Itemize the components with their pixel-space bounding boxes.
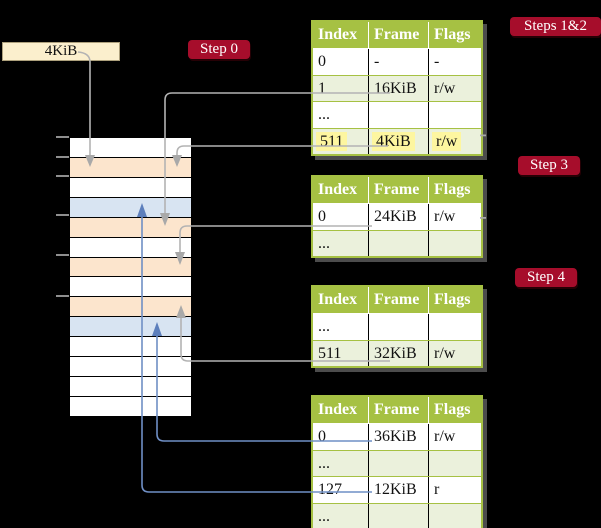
table-cell bbox=[429, 231, 481, 257]
page-table-step-3: Index Frame Flags 0 24KiB r/w ... bbox=[311, 175, 483, 258]
table-cell bbox=[429, 451, 481, 477]
step-label-3: Step 3 bbox=[518, 156, 580, 175]
table-cell: 32KiB bbox=[369, 340, 429, 366]
table-cell: 0 bbox=[313, 49, 369, 75]
table-cell: r bbox=[434, 481, 440, 499]
column-header: Index bbox=[313, 287, 369, 313]
memory-tick bbox=[56, 214, 69, 216]
column-header: Flags bbox=[434, 181, 471, 198]
table-cell bbox=[369, 230, 429, 256]
memory-row bbox=[70, 257, 191, 278]
table-cell bbox=[369, 450, 429, 476]
column-header: Frame bbox=[369, 287, 429, 313]
table-cell: 1 bbox=[313, 75, 369, 101]
page-table-step-4: Index Frame Flags ... 511 32KiB r/w bbox=[311, 285, 483, 368]
table-cell: r/w bbox=[434, 344, 456, 362]
page-table-steps-1-2: Index Frame Flags 0 - - 1 16KiB r/w ... … bbox=[311, 20, 483, 156]
column-header: Flags bbox=[434, 26, 471, 43]
page-size-box: 4KiB bbox=[2, 42, 120, 61]
column-header: Frame bbox=[369, 397, 429, 423]
table-cell: r/w bbox=[429, 129, 481, 155]
table-row: ... bbox=[313, 314, 481, 340]
table-cell: 511 bbox=[313, 340, 369, 366]
table-cell: 16KiB bbox=[369, 75, 429, 101]
table-cell bbox=[369, 314, 429, 340]
table-cell: 36KiB bbox=[369, 424, 429, 450]
table-header-row: Index Frame Flags bbox=[313, 287, 481, 314]
memory-tick bbox=[56, 254, 69, 256]
memory-row bbox=[70, 277, 191, 298]
table-cell: 4KiB bbox=[369, 128, 429, 154]
memory-row bbox=[70, 317, 191, 338]
table-cell bbox=[429, 314, 481, 340]
column-header: Flags bbox=[434, 291, 471, 308]
column-header: Flags bbox=[434, 401, 471, 418]
table-cell: ... bbox=[313, 102, 369, 128]
table-cell: ... bbox=[313, 503, 369, 528]
table-row-highlighted: 511 4KiB r/w bbox=[313, 127, 481, 155]
memory-row bbox=[70, 217, 191, 238]
table-cell bbox=[369, 503, 429, 528]
table-row: 0 36KiB r/w bbox=[313, 424, 481, 450]
memory-row bbox=[70, 396, 191, 416]
table-row: 511 32KiB r/w bbox=[313, 339, 481, 366]
table-header-row: Index Frame Flags bbox=[313, 22, 481, 49]
table-cell: ... bbox=[313, 230, 369, 256]
column-header: Frame bbox=[369, 177, 429, 203]
table-header-row: Index Frame Flags bbox=[313, 177, 481, 204]
table-cell: r/w bbox=[434, 208, 456, 226]
table-cell bbox=[429, 504, 481, 528]
memory-row bbox=[70, 377, 191, 397]
table-header-row: Index Frame Flags bbox=[313, 397, 481, 424]
table-cell: - bbox=[369, 49, 429, 75]
table-row: 127 12KiB r bbox=[313, 476, 481, 503]
table-cell: ... bbox=[313, 450, 369, 476]
memory-row bbox=[70, 138, 191, 158]
page-size-label: 4KiB bbox=[44, 43, 78, 59]
table-cell: 511 bbox=[313, 128, 369, 154]
table-cell: r/w bbox=[434, 428, 456, 446]
table-row: 1 16KiB r/w bbox=[313, 74, 481, 101]
memory-tick bbox=[56, 175, 69, 177]
table-cell: 127 bbox=[313, 477, 369, 503]
table-row: ... bbox=[313, 229, 481, 257]
table-cell bbox=[429, 102, 481, 128]
memory-row bbox=[70, 337, 191, 358]
physical-memory-column bbox=[69, 137, 192, 417]
memory-row bbox=[70, 157, 191, 178]
memory-tick bbox=[56, 156, 69, 158]
memory-tick bbox=[56, 136, 69, 138]
memory-row bbox=[70, 297, 191, 318]
column-header: Index bbox=[313, 397, 369, 423]
memory-tick bbox=[56, 295, 69, 297]
column-header: Index bbox=[313, 22, 369, 48]
table-cell: 12KiB bbox=[369, 477, 429, 503]
memory-row bbox=[70, 357, 191, 378]
table-row: 0 - - bbox=[313, 49, 481, 75]
table-row: ... bbox=[313, 101, 481, 128]
table-cell: ... bbox=[313, 314, 369, 340]
column-header: Index bbox=[313, 177, 369, 203]
table-cell: 0 bbox=[313, 424, 369, 450]
memory-row bbox=[70, 237, 191, 258]
table-row: 0 24KiB r/w bbox=[313, 204, 481, 230]
table-cell: 0 bbox=[313, 204, 369, 230]
table-cell: 24KiB bbox=[369, 204, 429, 230]
step-label-1-2: Steps 1&2 bbox=[510, 17, 601, 36]
page-table-final: Index Frame Flags 0 36KiB r/w ... 127 12… bbox=[311, 395, 483, 528]
table-row: ... bbox=[313, 449, 481, 477]
column-header: Frame bbox=[369, 22, 429, 48]
table-row: ... bbox=[313, 502, 481, 528]
memory-row bbox=[70, 177, 191, 198]
table-cell: r/w bbox=[434, 79, 456, 97]
step-label-0: Step 0 bbox=[188, 40, 250, 59]
memory-row bbox=[70, 197, 191, 218]
step-label-4: Step 4 bbox=[515, 268, 577, 287]
table-cell bbox=[369, 102, 429, 128]
table-cell: - bbox=[434, 53, 440, 71]
